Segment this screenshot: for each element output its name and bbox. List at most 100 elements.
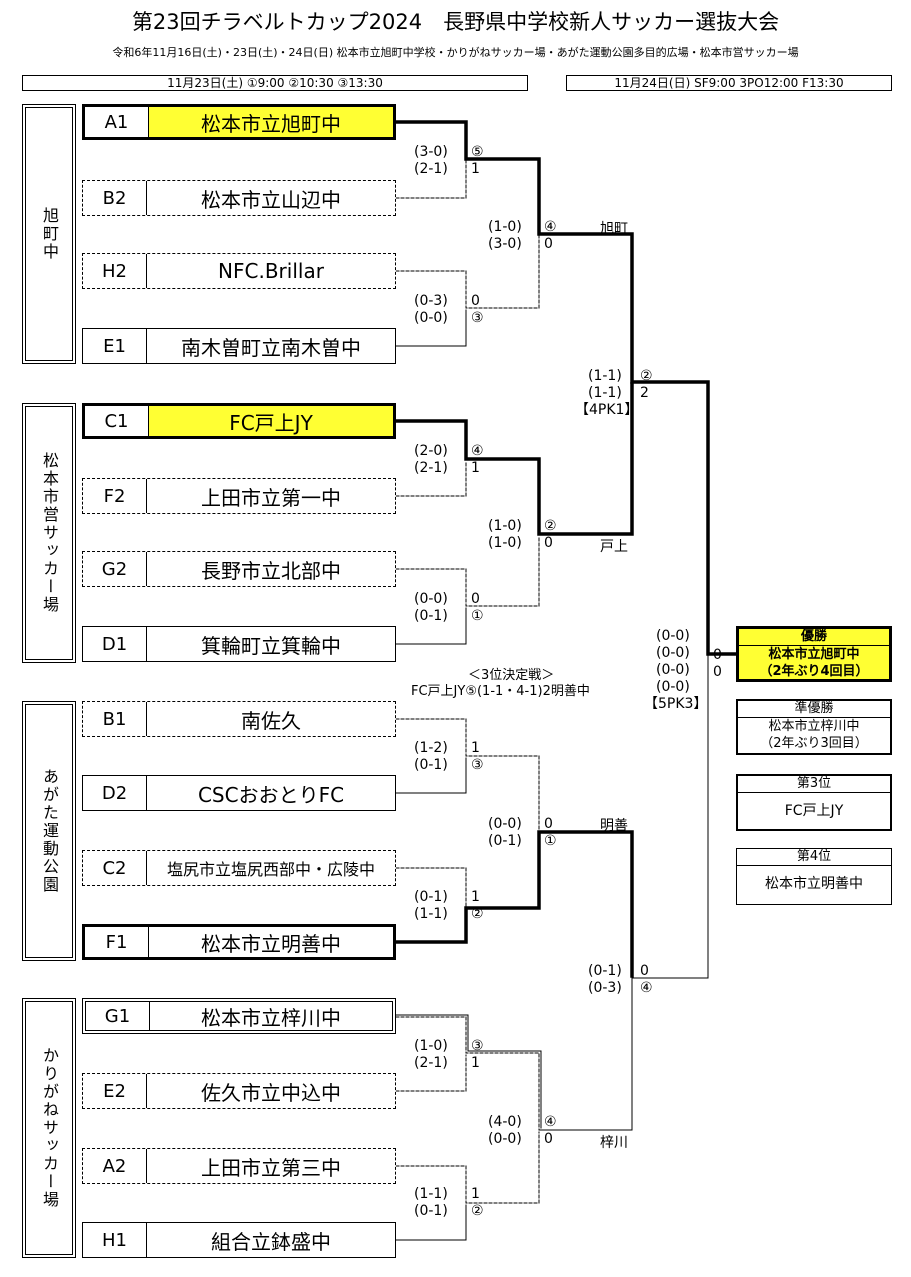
score-goals: 0 xyxy=(544,1131,553,1147)
team-seed: B1 xyxy=(83,702,147,736)
winner-label: 旭町 xyxy=(600,221,628,237)
score-goals: 0 xyxy=(544,236,553,252)
score-goals: ② xyxy=(471,1203,484,1219)
team-slot: G1 松本市立梓川中 xyxy=(82,998,396,1034)
score-half: (0-1) xyxy=(488,833,522,849)
team-seed: G1 xyxy=(86,1002,150,1030)
team-name: 南佐久 xyxy=(241,708,301,733)
champion-name: 松本市立旭町中 xyxy=(768,647,860,662)
score-goals: 0 xyxy=(544,535,553,551)
score-half: (0-0) xyxy=(656,662,690,678)
team-name: 上田市立第一中 xyxy=(201,485,341,510)
team-seed: A1 xyxy=(85,107,149,137)
score-half: (1-0) xyxy=(488,518,522,534)
team-name: 松本市立山辺中 xyxy=(201,187,341,212)
team-slot: A2 上田市立第三中 xyxy=(82,1148,396,1184)
score-half: (3-0) xyxy=(414,144,448,160)
score-half: (0-0) xyxy=(414,310,448,326)
runner-up-note: （2年ぶり3回目） xyxy=(760,736,868,751)
score-half: (0-0) xyxy=(488,1131,522,1147)
third-place-box: 第3位 FC戸上JY xyxy=(736,774,892,831)
score-half: (2-1) xyxy=(414,1055,448,1071)
schedule-day2: 11月24日(日) SF9:00 3PO12:00 F13:30 xyxy=(566,75,892,91)
venue-matsumoto-stadium: 松本市営サッカー場 xyxy=(22,403,76,663)
team-seed: G2 xyxy=(83,552,147,586)
score-half: (1-0) xyxy=(414,1038,448,1054)
team-name: 松本市立明善中 xyxy=(201,931,341,956)
team-slot: C1 FC戸上JY xyxy=(82,403,396,439)
winner-label: 梓川 xyxy=(600,1135,628,1151)
team-name: 松本市立旭町中 xyxy=(149,107,393,137)
score-half: (2-1) xyxy=(414,161,448,177)
score-half: (0-1) xyxy=(414,1203,448,1219)
score-half: (2-1) xyxy=(414,460,448,476)
team-seed: B2 xyxy=(83,181,147,215)
score-goals: ⑤ xyxy=(471,144,484,160)
team-seed: E1 xyxy=(83,329,147,363)
score-goals: 1 xyxy=(471,1186,480,1202)
team-slot: D2 CSCおおとりFC xyxy=(82,775,396,811)
team-seed: C1 xyxy=(85,406,149,436)
score-half: (1-1) xyxy=(414,1186,448,1202)
team-slot: C2 塩尻市立塩尻西部中・広陵中 xyxy=(82,850,396,886)
team-name: 上田市立第三中 xyxy=(201,1155,341,1180)
team-slot: E2 佐久市立中込中 xyxy=(82,1073,396,1109)
score-goals: ④ xyxy=(544,1114,557,1130)
team-name: 長野市立北部中 xyxy=(201,558,341,583)
venue-karigane: かりがねサッカー場 xyxy=(22,998,76,1258)
score-goals: 1 xyxy=(471,1055,480,1071)
team-seed: D1 xyxy=(83,627,147,661)
team-slot: B2 松本市立山辺中 xyxy=(82,180,396,216)
team-seed: D2 xyxy=(83,776,147,810)
team-seed: E2 xyxy=(83,1074,147,1108)
score-half: (0-3) xyxy=(414,293,448,309)
page-title: 第23回チラベルトカップ2024 長野県中学校新人サッカー選抜大会 xyxy=(131,10,780,34)
runner-up-label: 準優勝 xyxy=(738,701,890,718)
score-goals: ① xyxy=(471,608,484,624)
score-half: (0-0) xyxy=(488,816,522,832)
score-goals: ③ xyxy=(471,310,484,326)
team-name: CSCおおとりFC xyxy=(197,782,345,807)
winner-label: 戸上 xyxy=(600,539,628,555)
score-goals: ④ xyxy=(544,219,557,235)
score-goals: 0 xyxy=(471,293,480,309)
team-seed: F2 xyxy=(83,479,147,513)
score-half: (0-1) xyxy=(414,889,448,905)
team-slot: H2 NFC.Brillar xyxy=(82,253,396,289)
team-slot: B1 南佐久 xyxy=(82,701,396,737)
score-half: (0-0) xyxy=(656,645,690,661)
score-pk: 【4PK1】 xyxy=(575,402,639,418)
score-half: (1-2) xyxy=(414,740,448,756)
score-goals: 1 xyxy=(471,460,480,476)
score-pk: 【5PK3】 xyxy=(644,696,708,712)
score-half: (0-0) xyxy=(656,628,690,644)
score-goals: ② xyxy=(544,518,557,534)
team-seed: A2 xyxy=(83,1149,147,1183)
team-seed: F1 xyxy=(85,927,149,957)
runner-up-name: 松本市立梓川中 xyxy=(768,719,860,734)
third-label: 第3位 xyxy=(738,776,890,793)
venue-asahimachi: 旭町中 xyxy=(22,104,76,364)
team-seed: C2 xyxy=(83,851,147,885)
winner-label: 明善 xyxy=(600,818,628,834)
score-goals: ③ xyxy=(471,1038,484,1054)
team-slot: A1 松本市立旭町中 xyxy=(82,104,396,140)
score-half: (4-0) xyxy=(488,1114,522,1130)
score-goals: ③ xyxy=(471,757,484,773)
score-half: (3-0) xyxy=(488,236,522,252)
team-seed: H1 xyxy=(83,1223,147,1257)
team-name: 組合立鉢盛中 xyxy=(211,1229,331,1254)
score-goals: 1 xyxy=(471,740,480,756)
third-place-title: ＜3位決定戦＞ xyxy=(468,668,555,683)
score-goals: ④ xyxy=(640,980,653,996)
score-goals: ② xyxy=(471,906,484,922)
fourth-name: 松本市立明善中 xyxy=(765,876,863,892)
score-goals: ① xyxy=(544,833,557,849)
champion-label: 優勝 xyxy=(739,629,889,646)
score-goals: 2 xyxy=(640,385,649,401)
score-half: (0-0) xyxy=(656,679,690,695)
venue-agata-park: あがた運動公園 xyxy=(22,701,76,961)
team-name: 箕輪町立箕輪中 xyxy=(201,633,341,658)
champion-box: 優勝 松本市立旭町中 （2年ぶり4回目） xyxy=(736,626,892,682)
